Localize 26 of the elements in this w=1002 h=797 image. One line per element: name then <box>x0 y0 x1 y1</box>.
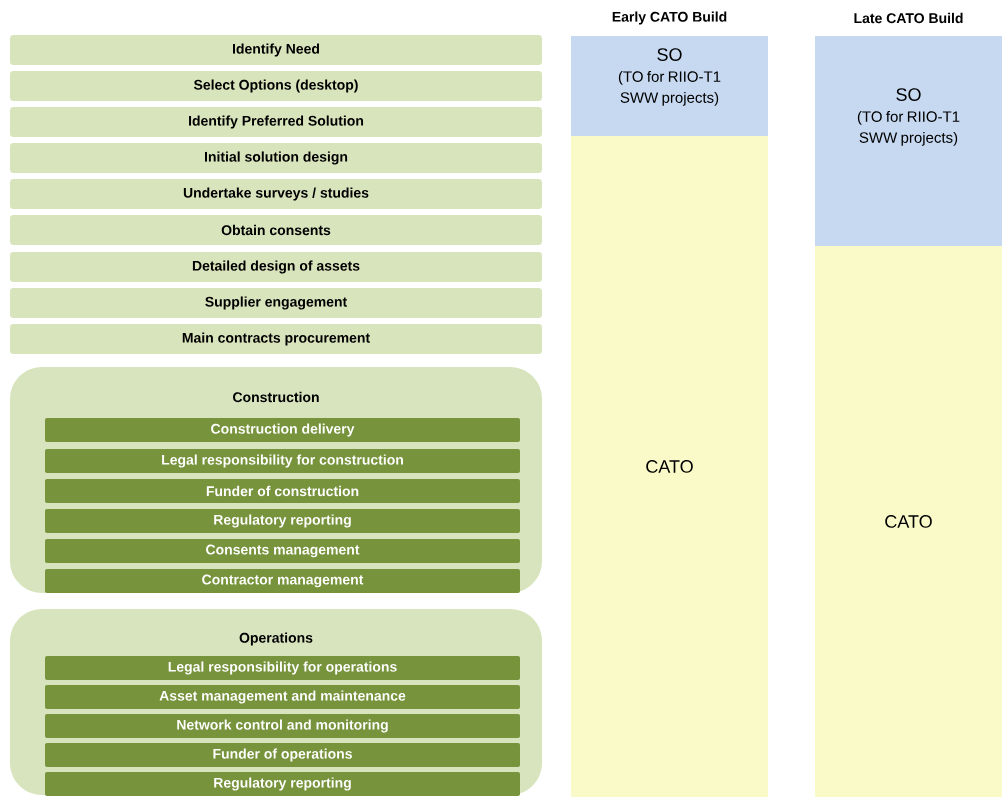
role-box: CATO <box>815 246 1002 797</box>
task-bar: Asset management and maintenance <box>45 685 520 709</box>
step-box: Identify Need <box>10 35 542 65</box>
task-bar: Legal responsibility for construction <box>45 449 520 473</box>
column-heading: Late CATO Build <box>854 12 963 24</box>
step-box: Main contracts procurement <box>10 324 542 354</box>
task-bar: Consents management <box>45 539 520 563</box>
task-bar: Legal responsibility for operations <box>45 656 520 680</box>
task-bar: Funder of operations <box>45 743 520 767</box>
task-bar: Contractor management <box>45 569 520 593</box>
column-heading: Early CATO Build <box>612 11 727 25</box>
task-bar: Funder of construction <box>45 479 520 503</box>
task-bar: Construction delivery <box>45 418 520 442</box>
role-box: SO (TO for RIIO-T1 SWW projects) <box>815 36 1002 246</box>
step-box: Undertake surveys / studies <box>10 179 542 209</box>
task-bar: Network control and monitoring <box>45 714 520 738</box>
step-box: Detailed design of assets <box>10 252 542 282</box>
role-box: SO (TO for RIIO-T1 SWW projects) <box>571 36 768 136</box>
step-box: Identify Preferred Solution <box>10 107 542 137</box>
task-bar: Regulatory reporting <box>45 509 520 533</box>
step-box: Initial solution design <box>10 143 542 173</box>
step-box: Obtain consents <box>10 215 542 245</box>
step-box: Select Options (desktop) <box>10 71 542 101</box>
role-box: CATO <box>571 136 768 797</box>
step-box: Supplier engagement <box>10 288 542 318</box>
task-bar: Regulatory reporting <box>45 772 520 796</box>
